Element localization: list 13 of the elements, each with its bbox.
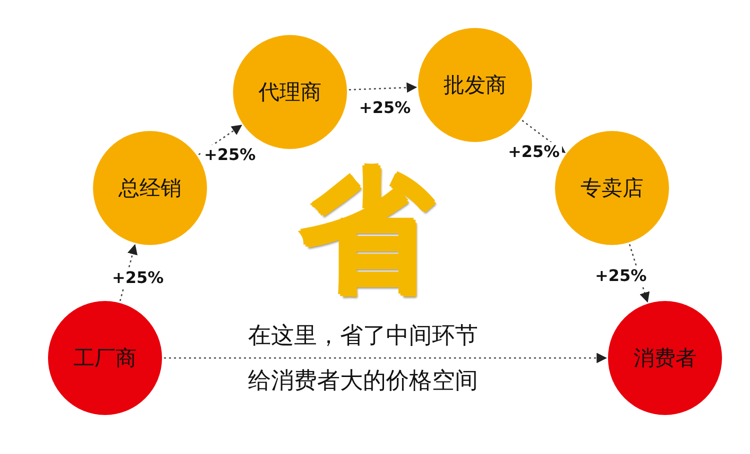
dotted-arrow — [522, 120, 566, 154]
node-label: 总经销 — [118, 175, 182, 202]
node-label: 代理商 — [258, 79, 322, 106]
node-label: 工厂商 — [74, 345, 136, 372]
caption-text: 在这里，省了中间环节 — [248, 325, 478, 348]
node-label: 批发商 — [444, 72, 506, 99]
dotted-arrow — [348, 82, 418, 93]
caption-text: 给消费者大的价格空间 — [248, 370, 478, 393]
node-label: 消费者 — [634, 345, 696, 372]
big-character: 省 — [300, 165, 432, 297]
node-label: 专卖店 — [580, 175, 644, 202]
dotted-arrow — [198, 124, 242, 156]
dotted-arrow — [164, 352, 608, 364]
